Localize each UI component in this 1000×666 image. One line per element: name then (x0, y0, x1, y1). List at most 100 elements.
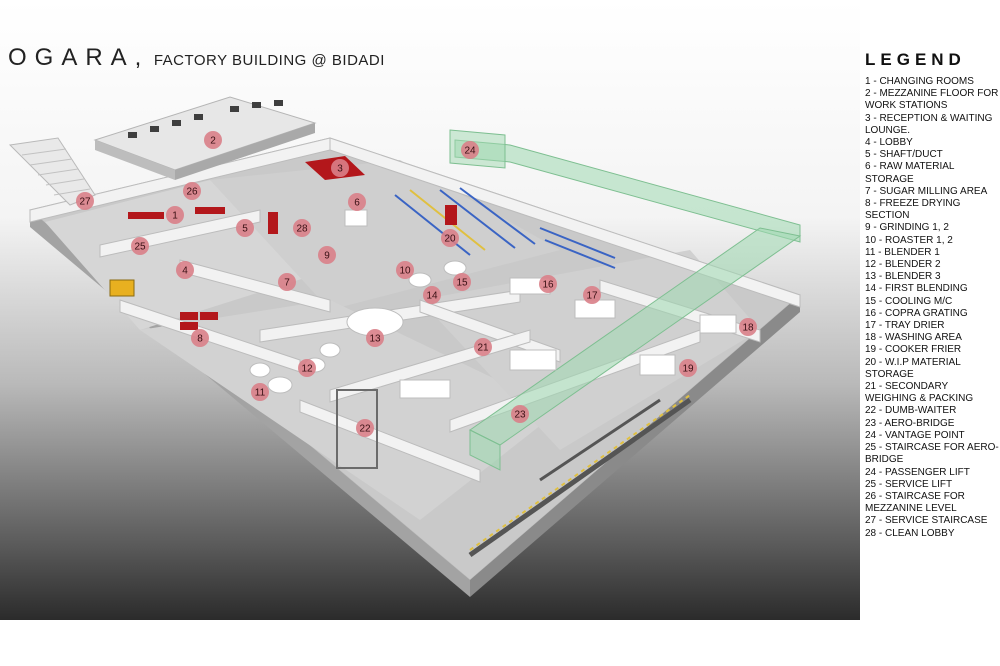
marker-circle (441, 229, 459, 247)
legend-item: 23 - AERO-BRIDGE (865, 417, 955, 429)
marker-label: 16 (542, 280, 554, 291)
legend-item: 17 - TRAY DRIER (865, 320, 945, 332)
marker-circle (204, 131, 222, 149)
marker-circle (366, 329, 384, 347)
marker-circle (293, 219, 311, 237)
marker-24: 24 (461, 141, 479, 159)
marker-22: 22 (356, 419, 374, 437)
marker-3: 3 (331, 159, 349, 177)
marker-label: 13 (369, 334, 381, 345)
marker-circle (356, 419, 374, 437)
marker-circle (331, 159, 349, 177)
marker-10: 10 (396, 261, 414, 279)
marker-label: 23 (514, 410, 526, 421)
marker-15: 15 (453, 273, 471, 291)
marker-1: 1 (166, 206, 184, 224)
conveyor-track (468, 397, 692, 558)
marker-circle (583, 286, 601, 304)
marker-circle (396, 261, 414, 279)
marker-2: 2 (204, 131, 222, 149)
title-subtitle: FACTORY BUILDING @ BIDADI (153, 52, 385, 69)
legend-item: 8 - FREEZE DRYING SECTION (865, 198, 961, 222)
legend-item: 12 - BLENDER 2 (865, 259, 941, 271)
legend-item: 13 - BLENDER 3 (865, 271, 941, 283)
marker-13: 13 (366, 329, 384, 347)
marker-25: 25 (131, 237, 149, 255)
legend-item: 14 - FIRST BLENDING (865, 283, 968, 295)
legend-item: 1 - CHANGING ROOMS (865, 76, 974, 87)
marker-17: 17 (583, 286, 601, 304)
marker-label: 3 (337, 164, 343, 175)
marker-label: 9 (324, 251, 330, 262)
page-title: OGARA, FACTORY BUILDING @ BIDADI (8, 44, 385, 72)
legend-item: 27 - SERVICE STAIRCASE (865, 515, 988, 527)
machines (249, 209, 737, 399)
marker-circle (318, 246, 336, 264)
marker-circle (511, 405, 529, 423)
marker-label: 26 (186, 187, 198, 198)
legend-item: 6 - RAW MATERIAL STORAGE (865, 161, 955, 185)
forklift (109, 279, 135, 297)
marker-circle (298, 359, 316, 377)
legend-item: 18 - WASHING AREA (865, 332, 962, 344)
marker-23: 23 (511, 405, 529, 423)
legend-item: 25 - SERVICE LIFT (865, 478, 953, 490)
marker-label: 10 (399, 266, 411, 277)
service-staircase (8, 137, 96, 206)
marker-circle (278, 273, 296, 291)
marker-label: 24 (464, 146, 476, 157)
marker-label: 1 (172, 211, 178, 222)
title-brand: OGARA, (8, 44, 150, 71)
marker-28: 28 (293, 219, 311, 237)
marker-9: 9 (318, 246, 336, 264)
marker-label: 14 (426, 291, 438, 302)
legend-item: 24 - VANTAGE POINT (865, 429, 965, 441)
marker-8: 8 (191, 329, 209, 347)
marker-4: 4 (176, 261, 194, 279)
marker-circle (453, 273, 471, 291)
legend-item: 10 - ROASTER 1, 2 (865, 234, 953, 246)
marker-14: 14 (423, 286, 441, 304)
marker-label: 20 (444, 234, 456, 245)
legend-item: 15 - COOLING M/C (865, 295, 953, 307)
marker-circle (236, 219, 254, 237)
dumb-waiter (336, 389, 378, 469)
marker-label: 2 (210, 136, 216, 147)
legend-item: 4 - LOBBY (865, 137, 913, 149)
marker-26: 26 (183, 182, 201, 200)
marker-circle (679, 359, 697, 377)
marker-11: 11 (251, 383, 269, 401)
marker-label: 8 (197, 334, 203, 345)
legend-item: 21 - SECONDARY WEIGHING & PACKING (865, 381, 974, 405)
marker-label: 12 (301, 364, 313, 375)
conveyor-stripe (469, 394, 691, 551)
legend-item: 5 - SHAFT/DUCT (865, 149, 943, 161)
stair-steps (21, 148, 91, 196)
marker-19: 19 (679, 359, 697, 377)
mezzanine-edge-right (175, 123, 315, 180)
mezzanine-edge (95, 140, 175, 180)
floor-zone-center (210, 160, 560, 310)
marker-label: 18 (742, 323, 754, 334)
marker-circle (166, 206, 184, 224)
marker-18: 18 (739, 318, 757, 336)
marker-circle (474, 338, 492, 356)
marker-circle (348, 193, 366, 211)
marker-label: 5 (242, 224, 248, 235)
marker-label: 22 (359, 424, 371, 435)
marker-label: 28 (296, 224, 308, 235)
marker-circle (191, 329, 209, 347)
legend-item: 3 - RECEPTION & WAITING LOUNGE. (865, 112, 993, 136)
marker-21: 21 (474, 338, 492, 356)
building-side-shadow (470, 295, 800, 597)
marker-circle (176, 261, 194, 279)
legend-item: 9 - GRINDING 1, 2 (865, 222, 949, 234)
workstations (128, 100, 283, 138)
legend-item: 19 - COOKER FRIER (865, 344, 962, 356)
marker-circle (423, 286, 441, 304)
